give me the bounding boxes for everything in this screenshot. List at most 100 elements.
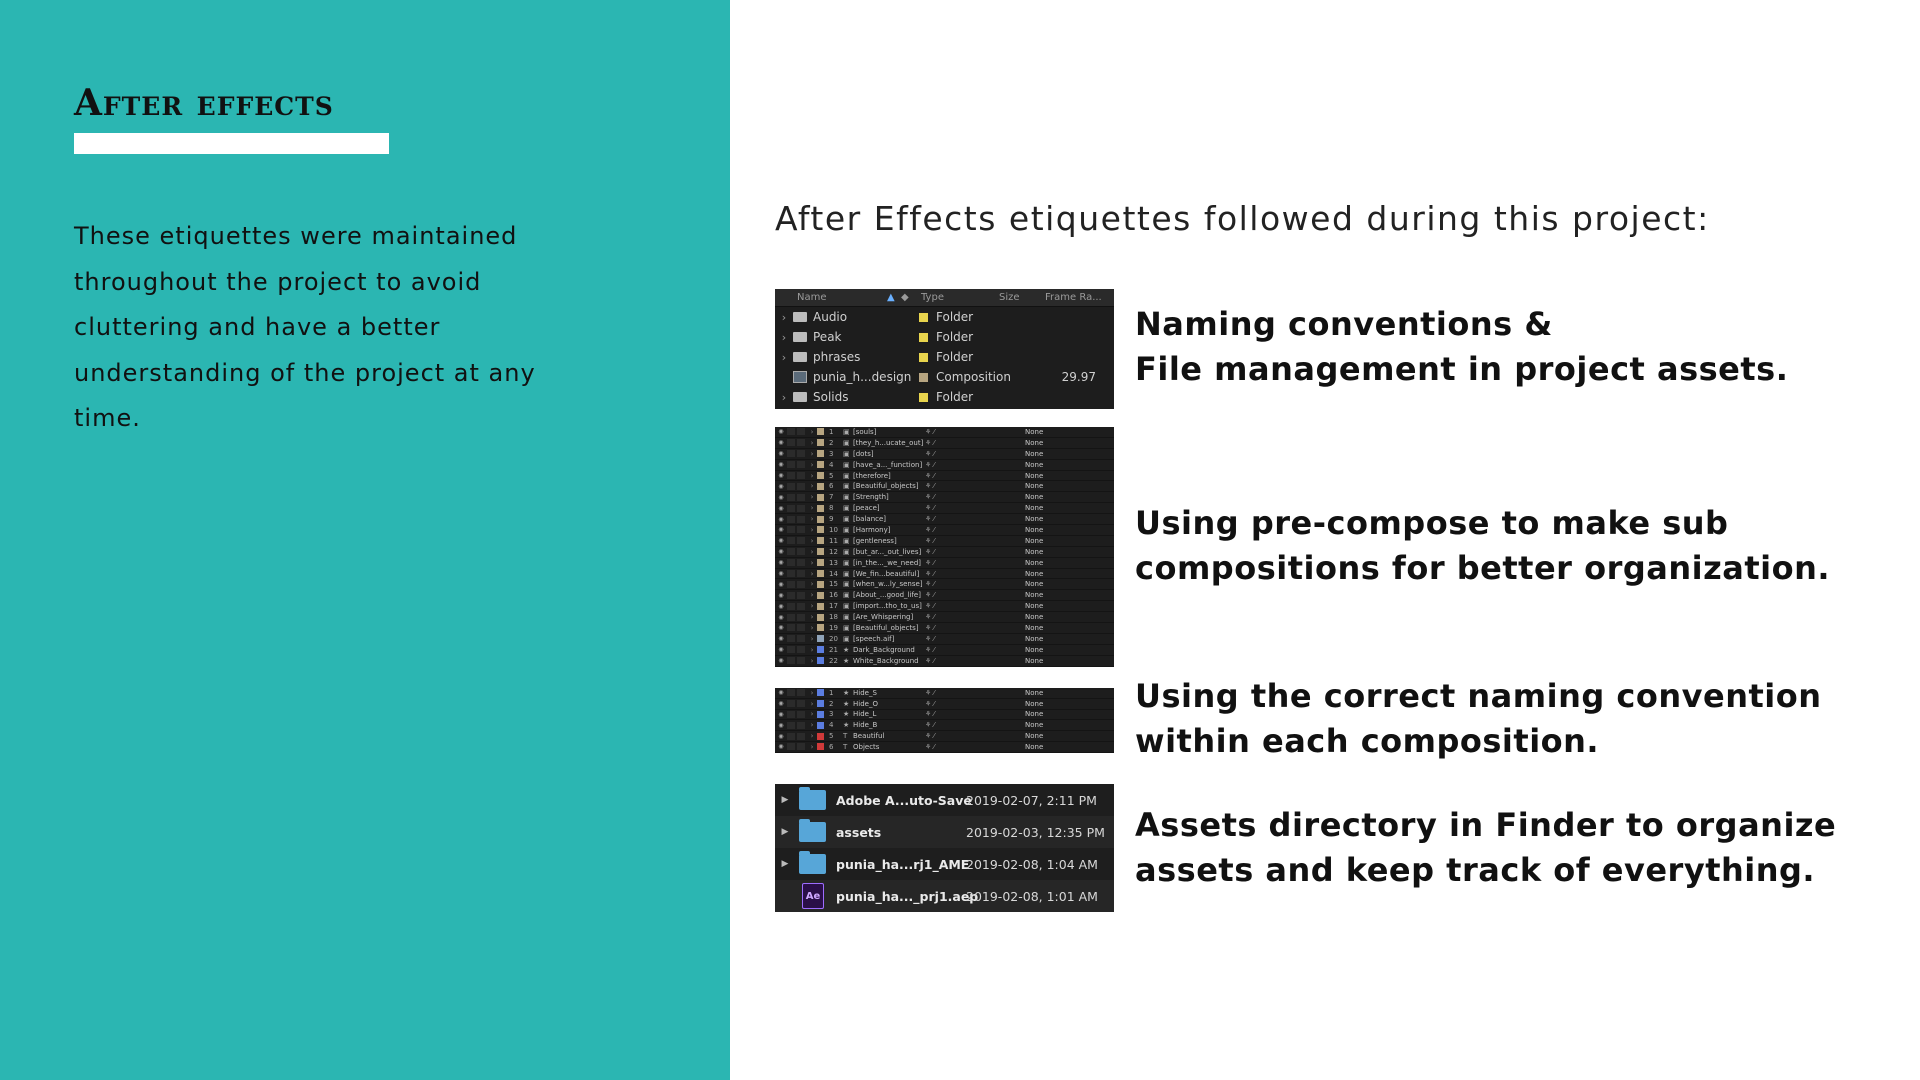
caption-precompose: Using pre-compose to make sub compositio… <box>1135 501 1915 591</box>
layer-switches-icon: ⚘ ⁄ <box>925 634 935 643</box>
layer-parent: None <box>1025 558 1044 567</box>
timeline-layer: ◉›16▣[About_...good_life]⚘ ⁄None <box>775 590 1114 602</box>
solo-toggle <box>787 602 795 610</box>
disclosure-triangle-icon: ▶ <box>781 795 789 805</box>
chevron-right-icon: › <box>810 580 814 589</box>
lock-toggle <box>797 504 805 512</box>
layer-label-swatch <box>817 526 824 534</box>
solo-toggle <box>787 700 795 708</box>
timeline-layer: ◉›15▣[when_w...ly_sense]⚘ ⁄None <box>775 579 1114 591</box>
timeline-layer: ◉›13▣[in_the..._we_need]⚘ ⁄None <box>775 558 1114 569</box>
eye-icon: ◉ <box>778 504 784 512</box>
eye-icon: ◉ <box>778 635 784 643</box>
eye-icon: ◉ <box>778 515 784 523</box>
layer-label-swatch <box>817 515 824 523</box>
timeline-layer: ◉›3▣[dots]⚘ ⁄None <box>775 449 1114 460</box>
layer-name: [therefore] <box>853 471 891 480</box>
chevron-right-icon: › <box>810 656 814 665</box>
precomp-icon: ▣ <box>843 504 850 513</box>
timeline-layer: ◉›12▣[but_ar..._out_lives]⚘ ⁄None <box>775 547 1114 558</box>
solo-toggle <box>787 689 795 697</box>
layer-parent: None <box>1025 591 1044 600</box>
timeline-layers-named: ◉›1★Hide_S⚘ ⁄None◉›2★Hide_O⚘ ⁄None◉›3★Hi… <box>775 688 1114 753</box>
disclosure-triangle-icon: ▶ <box>781 859 789 869</box>
eye-icon: ◉ <box>778 613 784 621</box>
layer-switches-icon: ⚘ ⁄ <box>925 613 935 622</box>
chevron-right-icon: › <box>810 471 814 480</box>
solo-toggle <box>787 732 795 740</box>
layer-number: 1 <box>829 427 834 436</box>
caption-layer-naming-line1: Using the correct naming convention <box>1135 677 1822 715</box>
layer-number: 4 <box>829 460 834 469</box>
precomp-icon: ▣ <box>843 482 850 491</box>
finder-item-name: Adobe A...uto-Save <box>836 792 972 808</box>
lock-toggle <box>797 493 805 501</box>
layer-label-swatch <box>817 439 824 447</box>
layer-parent: None <box>1025 645 1044 654</box>
chevron-right-icon: › <box>810 427 814 436</box>
chevron-right-icon: › <box>810 460 814 469</box>
layer-parent: None <box>1025 580 1044 589</box>
project-item-name: Solids <box>813 390 849 404</box>
layer-parent: None <box>1025 482 1044 491</box>
layer-number: 2 <box>829 438 834 447</box>
layer-label-swatch <box>817 461 824 469</box>
layer-number: 20 <box>829 634 838 643</box>
timeline-precomp-screenshot: ◉›1▣[souls]⚘ ⁄None◉›2▣[they_h...ucate_ou… <box>775 427 1114 667</box>
sort-arrow-icon: ▲ <box>887 292 895 303</box>
timeline-layer: ◉›18▣[Are_Whispering]⚘ ⁄None <box>775 612 1114 624</box>
precomp-icon: ▣ <box>843 558 850 567</box>
layer-name: [Beautiful_objects] <box>853 482 919 491</box>
layer-parent: None <box>1025 742 1044 751</box>
caption-precompose-line2: compositions for better organization. <box>1135 549 1830 587</box>
lock-toggle <box>797 602 805 610</box>
chevron-right-icon: › <box>810 438 814 447</box>
eye-icon: ◉ <box>778 548 784 556</box>
folder-icon <box>799 787 826 810</box>
layer-parent: None <box>1025 536 1044 545</box>
lock-toggle <box>797 537 805 545</box>
solo-toggle <box>787 570 795 578</box>
layer-name: White_Background <box>853 656 919 665</box>
layer-number: 17 <box>829 602 838 611</box>
timeline-layer: ◉›1▣[souls]⚘ ⁄None <box>775 427 1114 438</box>
layer-number: 8 <box>829 504 834 513</box>
chevron-right-icon: › <box>810 721 814 730</box>
precomp-icon: ▣ <box>843 515 850 524</box>
lock-toggle <box>797 472 805 479</box>
page-title: After effects <box>74 82 334 124</box>
layer-name: [Strength] <box>853 493 889 502</box>
eye-icon: ◉ <box>778 710 784 718</box>
lock-toggle <box>797 732 805 740</box>
chevron-right-icon: › <box>810 449 814 458</box>
folder-icon <box>799 819 826 842</box>
folder-icon <box>793 392 807 402</box>
solo-toggle <box>787 504 795 512</box>
lock-toggle <box>797 548 805 556</box>
project-item-name: phrases <box>813 350 861 364</box>
chevron-right-icon: › <box>810 547 814 556</box>
timeline-layer: ◉›4▣[have_a..._function]⚘ ⁄None <box>775 460 1114 471</box>
layer-label-swatch <box>817 602 824 610</box>
layer-label-swatch <box>817 721 824 729</box>
layer-switches-icon: ⚘ ⁄ <box>925 515 935 524</box>
layer-name: [when_w...ly_sense] <box>853 580 923 589</box>
caption-naming: Naming conventions & File management in … <box>1135 302 1915 392</box>
solo-toggle <box>787 461 795 469</box>
timeline-layer: ◉›21★Dark_Background⚘ ⁄None <box>775 645 1114 656</box>
text-layer-icon: T <box>843 732 848 741</box>
eye-icon: ◉ <box>778 428 784 436</box>
layer-switches-icon: ⚘ ⁄ <box>925 688 935 697</box>
layer-switches-icon: ⚘ ⁄ <box>925 493 935 502</box>
layer-label-swatch <box>817 591 824 599</box>
layer-switches-icon: ⚘ ⁄ <box>925 547 935 556</box>
shape-layer-icon: ★ <box>843 699 850 708</box>
eye-icon: ◉ <box>778 689 784 697</box>
layer-label-swatch <box>817 428 824 436</box>
